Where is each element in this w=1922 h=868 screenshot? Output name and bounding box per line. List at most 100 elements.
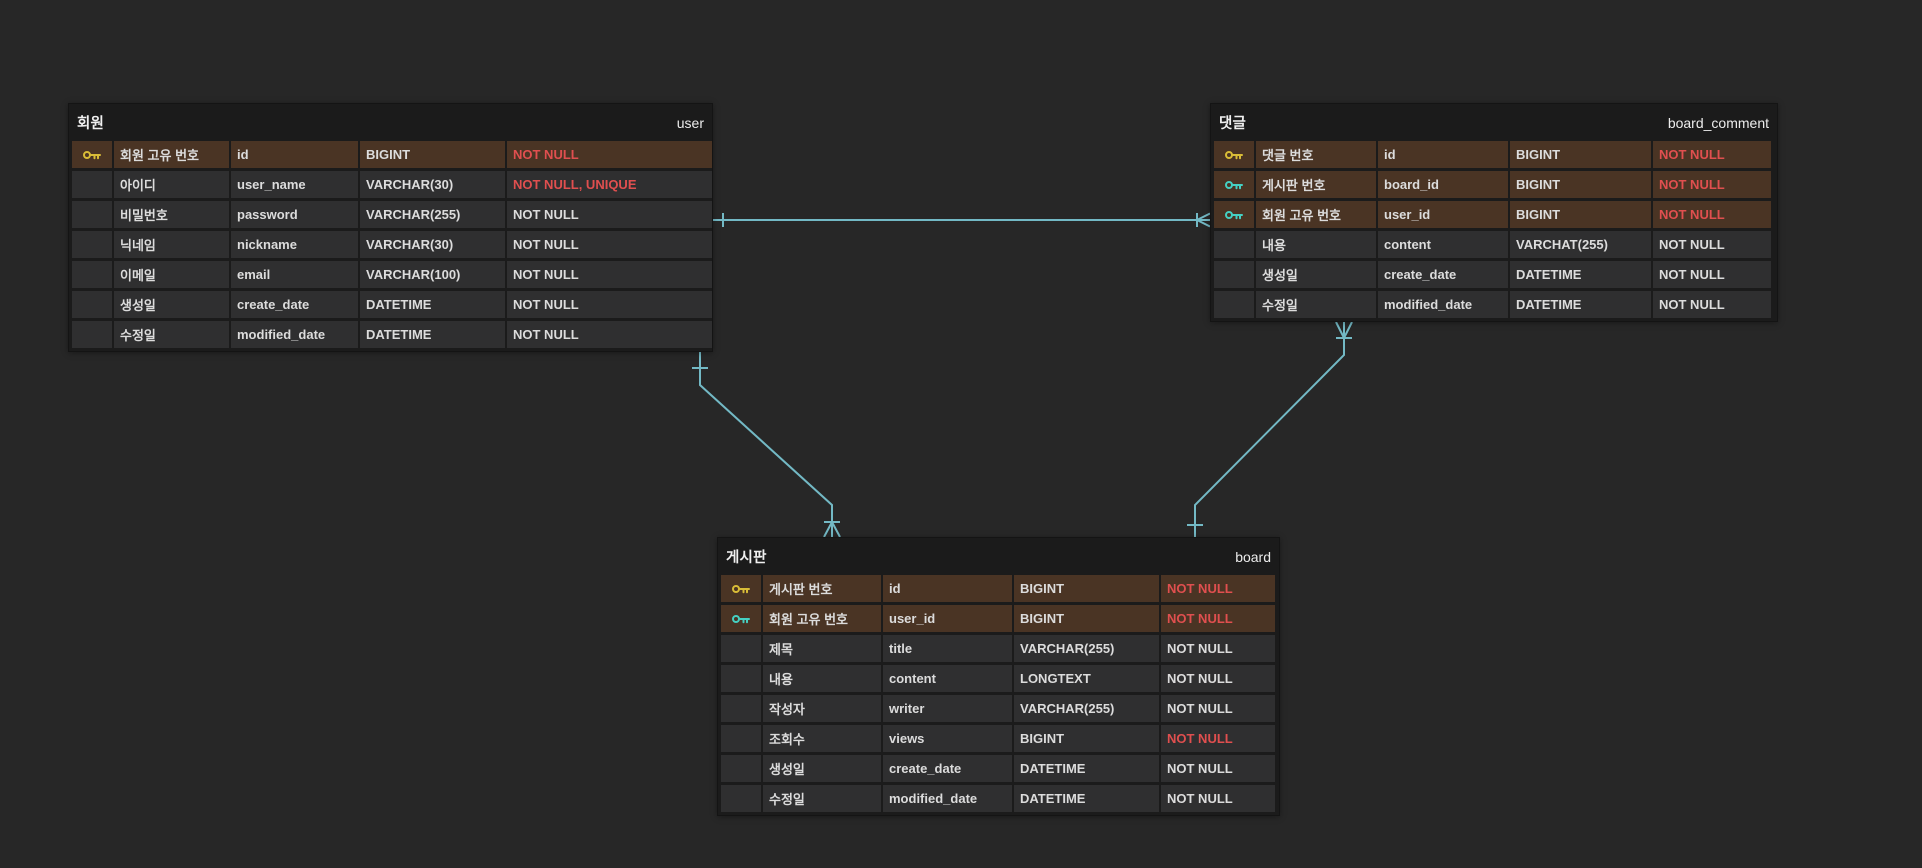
column-physical-name[interactable]: email [231, 261, 358, 288]
table-header[interactable]: 회원 user [72, 104, 709, 141]
column-physical-name[interactable]: title [883, 635, 1012, 662]
table-physical-name[interactable]: user [676, 114, 704, 131]
table-physical-name[interactable]: board [1235, 548, 1271, 565]
relationship-board-user_id-to-user-id[interactable] [692, 350, 841, 538]
column-physical-name[interactable]: user_id [883, 605, 1012, 632]
column-logical-name[interactable]: 이메일 [114, 261, 229, 288]
column-type[interactable]: BIGINT [1510, 141, 1651, 168]
column-physical-name[interactable]: password [231, 201, 358, 228]
column-physical-name[interactable]: nickname [231, 231, 358, 258]
column-physical-name[interactable]: id [231, 141, 358, 168]
relationship-board_comment-board_id-to-board-id[interactable] [1187, 321, 1353, 538]
column-constraint[interactable]: NOT NULL [1653, 171, 1771, 198]
column-physical-name[interactable]: board_id [1378, 171, 1508, 198]
column-constraint[interactable]: NOT NULL [1653, 141, 1771, 168]
column-logical-name[interactable]: 제목 [763, 635, 881, 662]
column-type[interactable]: DATETIME [360, 291, 505, 318]
column-type[interactable]: BIGINT [1014, 725, 1159, 752]
column-type[interactable]: VARCHAR(255) [1014, 695, 1159, 722]
column-physical-name[interactable]: content [883, 665, 1012, 692]
column-constraint[interactable]: NOT NULL [1161, 695, 1275, 722]
column-physical-name[interactable]: modified_date [883, 785, 1012, 812]
column-type[interactable]: DATETIME [1510, 261, 1651, 288]
table-logical-name[interactable]: 회원 [77, 116, 105, 132]
column-type[interactable]: VARCHAR(255) [360, 201, 505, 228]
column-physical-name[interactable]: create_date [231, 291, 358, 318]
column-physical-name[interactable]: id [883, 575, 1012, 602]
column-physical-name[interactable]: id [1378, 141, 1508, 168]
column-type[interactable]: VARCHAR(255) [1014, 635, 1159, 662]
column-constraint[interactable]: NOT NULL [1653, 201, 1771, 228]
column-constraint[interactable]: NOT NULL [1653, 291, 1771, 318]
column-type[interactable]: BIGINT [1014, 575, 1159, 602]
column-constraint[interactable]: NOT NULL [1161, 755, 1275, 782]
column-type[interactable]: VARCHAR(100) [360, 261, 505, 288]
column-type[interactable]: VARCHAR(30) [360, 231, 505, 258]
column-logical-name[interactable]: 게시판 번호 [763, 575, 881, 602]
column-type[interactable]: LONGTEXT [1014, 665, 1159, 692]
column-logical-name[interactable]: 생성일 [114, 291, 229, 318]
column-type[interactable]: BIGINT [1014, 605, 1159, 632]
column-physical-name[interactable]: views [883, 725, 1012, 752]
column-logical-name[interactable]: 회원 고유 번호 [114, 141, 229, 168]
column-physical-name[interactable]: create_date [883, 755, 1012, 782]
column-physical-name[interactable]: user_name [231, 171, 358, 198]
column-type[interactable]: DATETIME [1014, 755, 1159, 782]
column-logical-name[interactable]: 수정일 [114, 321, 229, 348]
column-logical-name[interactable]: 비밀번호 [114, 201, 229, 228]
column-constraint[interactable]: NOT NULL [1161, 605, 1275, 632]
column-constraint[interactable]: NOT NULL [507, 291, 712, 318]
column-constraint[interactable]: NOT NULL [1161, 725, 1275, 752]
table-physical-name[interactable]: board_comment [1667, 114, 1769, 131]
column-type[interactable]: DATETIME [1510, 291, 1651, 318]
column-logical-name[interactable]: 수정일 [1256, 291, 1376, 318]
column-constraint[interactable]: NOT NULL [507, 321, 712, 348]
column-logical-name[interactable]: 댓글 번호 [1256, 141, 1376, 168]
column-logical-name[interactable]: 회원 고유 번호 [1256, 201, 1376, 228]
column-type[interactable]: VARCHAT(255) [1510, 231, 1651, 258]
column-type[interactable]: BIGINT [360, 141, 505, 168]
column-constraint[interactable]: NOT NULL [507, 201, 712, 228]
column-type[interactable]: VARCHAR(30) [360, 171, 505, 198]
table-header[interactable]: 댓글 board_comment [1214, 104, 1774, 141]
table-logical-name[interactable]: 댓글 [1219, 116, 1247, 132]
column-logical-name[interactable]: 내용 [763, 665, 881, 692]
column-physical-name[interactable]: content [1378, 231, 1508, 258]
column-constraint[interactable]: NOT NULL [507, 231, 712, 258]
relationship-board_comment-user_id-to-user-id[interactable] [713, 212, 1211, 228]
column-logical-name[interactable]: 작성자 [763, 695, 881, 722]
column-physical-name[interactable]: create_date [1378, 261, 1508, 288]
column-physical-name[interactable]: modified_date [1378, 291, 1508, 318]
column-constraint[interactable]: NOT NULL [507, 261, 712, 288]
column-constraint[interactable]: NOT NULL [1161, 635, 1275, 662]
column-logical-name[interactable]: 아이디 [114, 171, 229, 198]
column-logical-name[interactable]: 회원 고유 번호 [763, 605, 881, 632]
column-type[interactable]: BIGINT [1510, 201, 1651, 228]
column-physical-name[interactable]: modified_date [231, 321, 358, 348]
column-logical-name[interactable]: 게시판 번호 [1256, 171, 1376, 198]
column-physical-name[interactable]: user_id [1378, 201, 1508, 228]
column-physical-name[interactable]: writer [883, 695, 1012, 722]
column-constraint[interactable]: NOT NULL, UNIQUE [507, 171, 712, 198]
column-constraint[interactable]: NOT NULL [507, 141, 712, 168]
